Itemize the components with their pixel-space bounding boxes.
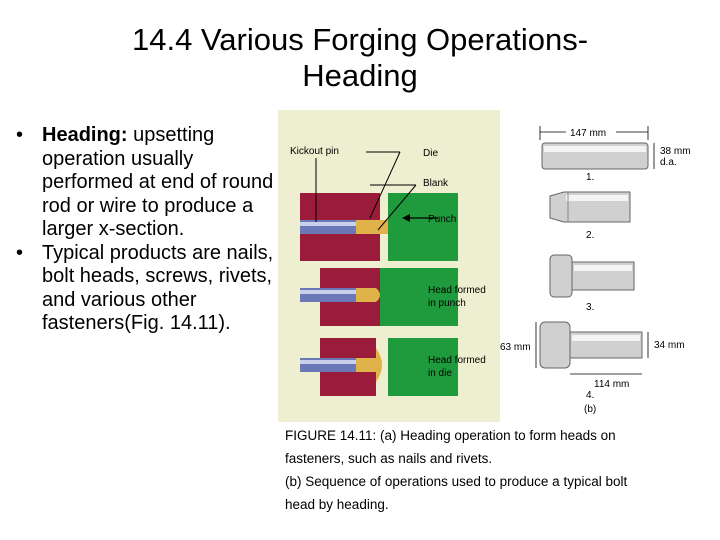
label-head-in-punch-1: Head formed: [428, 285, 486, 296]
figure-caption: FIGURE 14.11: (a) Heading operation to f…: [285, 424, 715, 516]
step-1-label: 1.: [586, 172, 594, 183]
step-4-label: 4.: [586, 390, 594, 401]
dim-34: 34 mm: [654, 340, 685, 351]
step-2-label: 2.: [586, 230, 594, 241]
stage-3: [300, 338, 458, 396]
caption-line-1: FIGURE 14.11: (a) Heading operation to f…: [285, 428, 616, 443]
bullet-item-products: • Typical products are nails, bolt heads…: [16, 242, 278, 336]
heading-figure: Kickout pin Die Blank Punch Head formed …: [278, 110, 691, 422]
bullet-dot-icon: •: [16, 241, 24, 264]
label-punch: Punch: [428, 214, 456, 225]
bullet-bold-term: Heading:: [42, 124, 128, 146]
stage-1: [300, 193, 458, 261]
rod-step-4-head: [539, 321, 571, 369]
label-head-in-die-2: in die: [428, 368, 452, 379]
bullet-item-heading: • Heading: upsetting operation usually p…: [16, 124, 278, 242]
bullet-list: • Heading: upsetting operation usually p…: [16, 124, 278, 336]
bullet-dot-icon: •: [16, 124, 24, 146]
punch-block: [388, 193, 458, 261]
figure-b: 147 mm 38 mm d.a. 1. 2. 3. 63 mm 34 mm 1…: [500, 126, 691, 415]
dim-147: 147 mm: [570, 128, 606, 139]
arrow-icon: [402, 214, 410, 222]
caption-line-3: (b) Sequence of operations used to produ…: [285, 474, 628, 489]
bullet-text: upsetting operation usually performed at…: [42, 124, 274, 240]
dim-114: 114 mm: [594, 379, 629, 390]
label-die: Die: [423, 148, 438, 159]
label-head-in-die-1: Head formed: [428, 355, 486, 366]
label-kickout-pin: Kickout pin: [290, 146, 339, 157]
step-3-label: 3.: [586, 302, 594, 313]
figure-b-label: (b): [584, 404, 596, 415]
caption-line-4: head by heading.: [285, 497, 389, 512]
slide-title: 14.4 Various Forging Operations- Heading: [60, 22, 660, 94]
dim-38-da: d.a.: [660, 157, 677, 168]
blank-rod: [356, 220, 388, 234]
title-line-2: Heading: [302, 58, 418, 93]
title-line-1: 14.4 Various Forging Operations-: [131, 22, 589, 57]
dim-38: 38 mm: [660, 146, 691, 157]
bullet-text: Typical products are nails, bolt heads, …: [42, 241, 274, 335]
stage-2: [300, 268, 458, 326]
rod-step-3-head: [549, 254, 573, 298]
label-head-in-punch-2: in punch: [428, 298, 466, 309]
caption-line-2: fasteners, such as nails and rivets.: [285, 451, 493, 466]
label-blank: Blank: [423, 178, 449, 189]
dim-63: 63 mm: [500, 342, 531, 353]
